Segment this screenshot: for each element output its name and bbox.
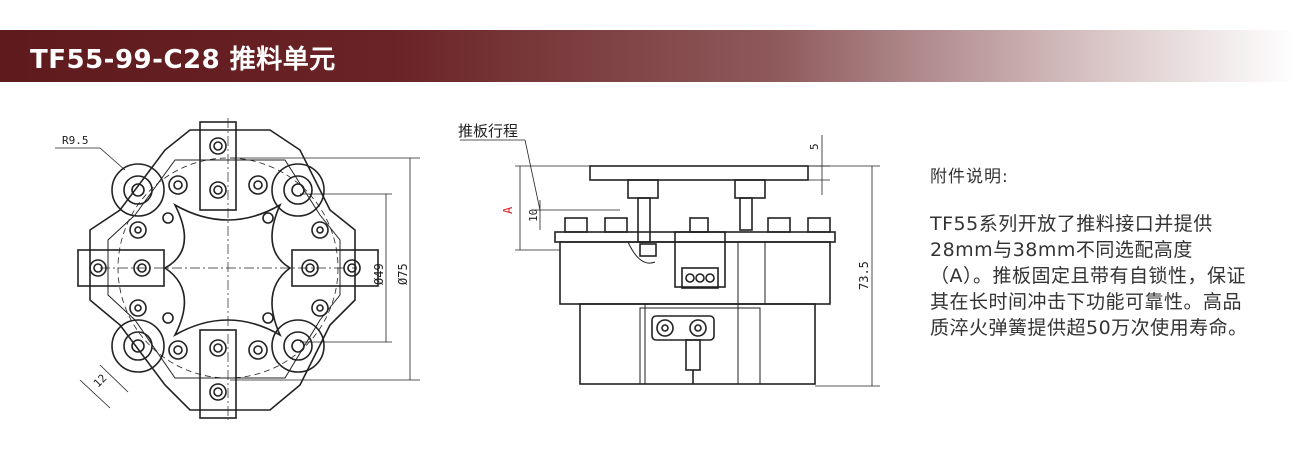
dim-10: 10 — [527, 209, 540, 222]
technical-drawing: R9.5 12 Ø49 Ø75 推板行程 A 10 5 73.5 — [55, 118, 880, 420]
notes-title: 附件说明: — [930, 167, 1009, 187]
section-header-bar: TF55-99-C28 推料单元 — [0, 30, 1295, 82]
dim-a: A — [501, 206, 515, 214]
dim-dia-outer: Ø75 — [396, 263, 410, 285]
notes-panel: 附件说明: TF55系列开放了推料接口并提供28mm与38mm不同选配高度（A）… — [930, 162, 1270, 341]
dim-5: 5 — [808, 143, 821, 150]
dim-width: 12 — [91, 372, 110, 391]
notes-body: TF55系列开放了推料接口并提供28mm与38mm不同选配高度（A）。推板固定且… — [930, 213, 1248, 339]
dim-dia-inner: Ø49 — [372, 263, 386, 285]
dim-radius: R9.5 — [62, 134, 89, 147]
section-title: TF55-99-C28 推料单元 — [30, 45, 336, 75]
stroke-label: 推板行程 — [458, 122, 518, 140]
dim-height: 73.5 — [857, 261, 871, 290]
top-view — [55, 118, 420, 420]
side-view — [460, 135, 880, 387]
